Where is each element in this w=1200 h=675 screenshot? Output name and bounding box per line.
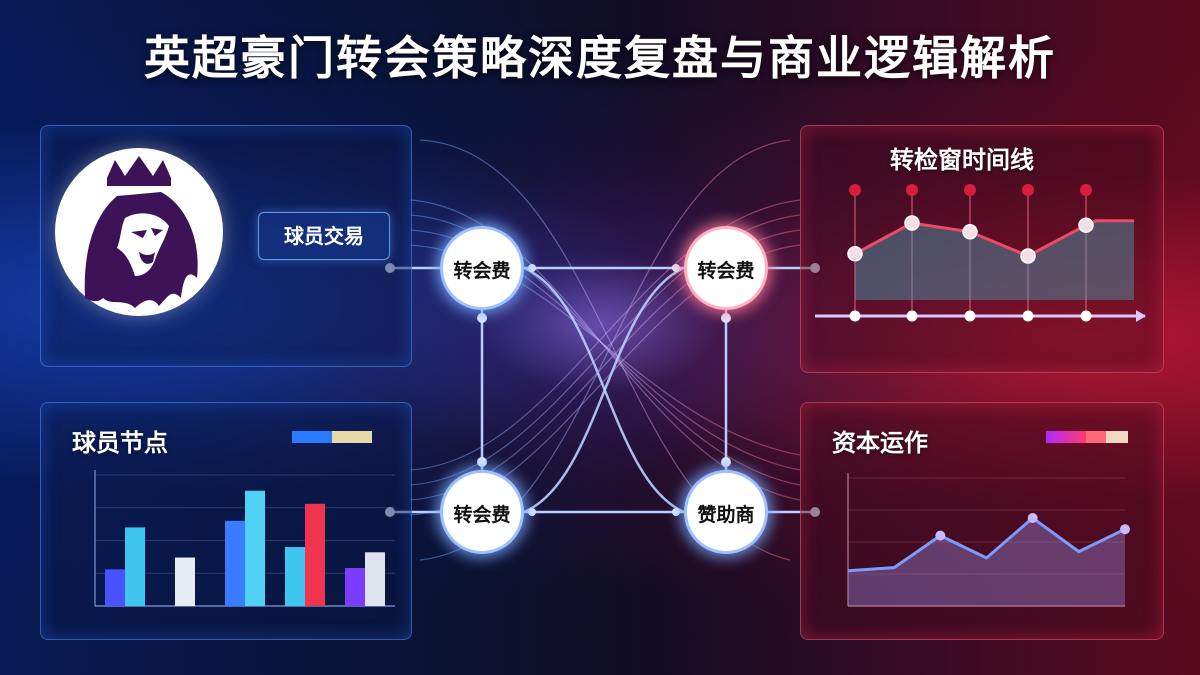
timeline-marker [1080, 184, 1092, 196]
capital-point [1120, 524, 1130, 535]
timeline-tick [849, 310, 861, 322]
timeline-point [1078, 217, 1094, 233]
capital-line [847, 516, 1126, 573]
bar [175, 557, 195, 606]
sponsor-node-bottom-right[interactable]: 赞助商 [684, 470, 768, 554]
capital-point [1027, 513, 1038, 523]
bar [305, 503, 325, 606]
bar [345, 568, 365, 606]
legend-swatch-peach [1106, 431, 1128, 443]
timeline-point [962, 224, 978, 240]
bar [225, 520, 245, 606]
player-node-title: 球员节点 [72, 429, 168, 457]
player-node-legend [292, 428, 372, 443]
timeline-tick [964, 310, 976, 322]
node-connectors [390, 266, 815, 514]
legend-swatch-pink [1086, 431, 1106, 443]
connector-dots [385, 263, 820, 517]
timeline-point [1020, 248, 1036, 264]
timeline-marker [964, 184, 976, 196]
bar [245, 490, 265, 606]
player-trade-tag[interactable]: 球员交易 [258, 212, 390, 260]
timeline-marker [906, 184, 918, 196]
timeline-tick [1022, 310, 1034, 322]
capital-area [848, 518, 1125, 606]
legend-swatch-purple [1046, 431, 1086, 443]
capital-point [935, 530, 946, 541]
timeline-tick [1080, 310, 1092, 322]
timeline-tick [906, 310, 918, 322]
legend-swatch-blue [292, 431, 332, 443]
bar [105, 569, 125, 606]
bar [125, 527, 145, 606]
page-title: 英超豪门转会策略深度复盘与商业逻辑解析 [144, 31, 1056, 85]
transfer-fee-node-top-right[interactable]: 转会费 [684, 226, 768, 310]
timeline-marker [1022, 184, 1034, 196]
transfer-fee-node-top-left[interactable]: 转会费 [440, 226, 524, 310]
capital-operation-title: 资本运作 [832, 429, 928, 457]
timeline-marker [849, 184, 861, 196]
bar [365, 552, 385, 606]
premier-league-lion-logo [55, 148, 223, 316]
capital-operation-legend [1046, 428, 1128, 443]
legend-swatch-cream [332, 431, 372, 443]
lion-crown-icon [84, 156, 198, 308]
transfer-fee-node-bottom-left[interactable]: 转会费 [440, 470, 524, 554]
timeline-point [904, 215, 920, 231]
timeline-point [847, 246, 863, 262]
timeline-area [855, 220, 1134, 300]
transfer-window-timeline-title: 转检窗时间线 [890, 146, 1034, 174]
timeline-arrow [1136, 310, 1146, 322]
bar [285, 547, 305, 606]
